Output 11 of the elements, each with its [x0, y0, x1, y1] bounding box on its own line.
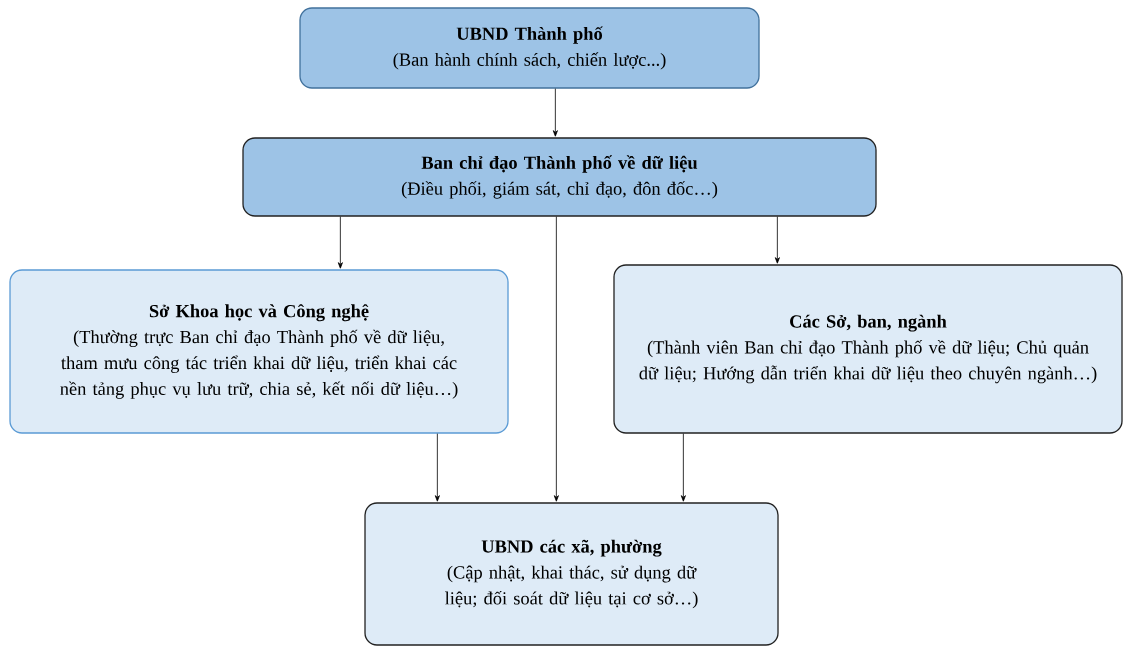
arrow	[552, 88, 558, 137]
arrow	[680, 433, 686, 502]
org-box: Ban chỉ đạo Thành phố về dữ liệu (Điều phối, giám sát, chỉ đạo, đôn đốc…)	[242, 137, 877, 217]
arrow	[337, 216, 343, 269]
arrow	[434, 433, 440, 502]
org-box: Các Sở, ban, ngành (Thành viên Ban chỉ đạo Thành phố về dữ liệu; Chủ quản dữ liệu; Hướng dẫn triển khai dữ liệu theo chuyên ngành…)	[613, 264, 1123, 434]
arrow	[774, 216, 780, 264]
org-box: Sở Khoa học và Công nghệ (Thường trực Ban chỉ đạo Thành phố về dữ liệu, tham mưu công tác triển khai dữ liệu, triển khai các nền tảng phục vụ lưu trữ, chia sẻ, kết nối dữ liệu…)	[9, 269, 509, 434]
org-box: UBND các xã, phường (Cập nhật, khai thác, sử dụng dữ liệu; đối soát dữ liệu tại cơ sở…)	[364, 502, 779, 646]
org-box: UBND Thành phố (Ban hành chính sách, chiến lược...)	[299, 7, 760, 89]
arrow	[553, 216, 559, 502]
